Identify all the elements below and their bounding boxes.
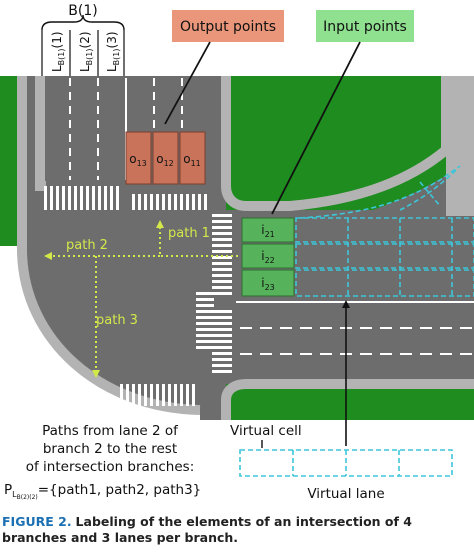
right-branch-markings: [236, 301, 474, 355]
virtual-lane-example: [239, 449, 453, 477]
branch-label: B(1): [68, 3, 97, 19]
crosswalk-left: [196, 292, 214, 349]
figure-caption: FIGURE 2. Labeling of the elements of an…: [2, 514, 472, 546]
input-cells: i21 i22 i23: [241, 217, 295, 297]
output-cell: [152, 131, 179, 185]
branch-brace: [41, 14, 125, 31]
curb-right-edge: [446, 76, 474, 216]
input-cell: [241, 217, 295, 243]
input-points-box: [316, 10, 414, 42]
output-points-pointer: [164, 41, 211, 125]
input-points-pointer: [271, 41, 361, 215]
input-points-label: Input points: [323, 19, 407, 35]
output-cell-label: o13: [129, 152, 147, 168]
grass-top-left: [0, 76, 22, 246]
output-points-label: Output points: [180, 19, 276, 35]
road-right-curve: [296, 160, 474, 252]
input-cell-label: i23: [261, 276, 275, 292]
input-cell-label: i22: [261, 249, 275, 265]
curb-top-left: [17, 76, 201, 415]
intersection-scene: o13 o12 o11 i21 i22 i23 path 1 path 2 pa…: [0, 76, 474, 420]
path-2-label: path 2: [66, 238, 108, 253]
path-1-label: path 1: [168, 226, 210, 241]
figure-number: FIGURE 2.: [2, 514, 72, 529]
figure-caption-text: Labeling of the elements of an intersect…: [2, 514, 412, 545]
paths-text-line: branch 2 to the rest: [43, 441, 177, 457]
lane-label: LB(1)(1): [50, 31, 66, 72]
paths-text-line: of intersection branches:: [26, 459, 195, 475]
grass-top-right-corner: [236, 76, 436, 198]
virtual-lanes: [295, 165, 474, 297]
input-cell: [241, 269, 295, 297]
path-1-arrow: [156, 220, 238, 257]
input-cell: [241, 243, 295, 269]
output-cell: [179, 131, 206, 185]
virtual-cell-label: Virtual cell: [230, 423, 302, 439]
crosswalk-bottom: [120, 384, 195, 406]
output-cell: [125, 131, 152, 185]
curb-top-right: [221, 76, 451, 211]
paths-formula: PLB(2)(2)={path1, path2, path3}: [4, 482, 201, 501]
virtual-lane-label: Virtual lane: [307, 486, 384, 502]
path-arrows: [44, 220, 238, 378]
lane-label: LB(1)(3): [105, 31, 121, 72]
input-cell-label: i21: [261, 223, 275, 239]
grass-bottom-right: [226, 384, 474, 420]
paths-text-line: Paths from lane 2 of: [42, 423, 179, 439]
crosswalk-right: [212, 214, 232, 373]
output-cell-label: o12: [156, 152, 174, 168]
output-cell-label: o11: [183, 152, 201, 168]
output-cells: o13 o12 o11: [125, 131, 206, 185]
curb-bottom-right: [221, 379, 474, 420]
crosswalk-top: [44, 186, 207, 210]
lane-label: LB(1)(2): [78, 31, 94, 72]
path-3-label: path 3: [96, 313, 138, 328]
output-points-box: [172, 10, 284, 42]
